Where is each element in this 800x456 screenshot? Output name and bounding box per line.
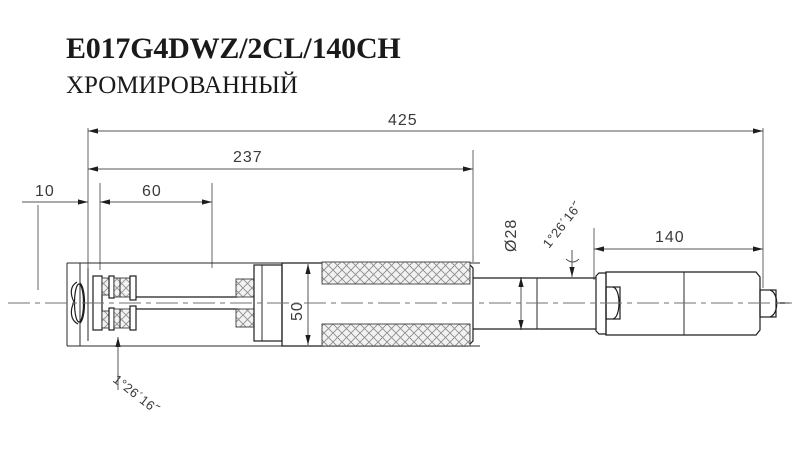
dim-50: 50 bbox=[289, 264, 311, 345]
dim-28-label: Ø28 bbox=[503, 219, 520, 252]
extension-lines bbox=[37, 128, 764, 290]
dim-60: 60 bbox=[100, 183, 212, 205]
dim-140: 140 bbox=[594, 229, 763, 252]
dim-237: 237 bbox=[88, 149, 473, 172]
page-subtitle: ХРОМИРОВАННЫЙ bbox=[66, 71, 298, 99]
dim-28: Ø28 bbox=[503, 219, 524, 330]
dim-425-label: 425 bbox=[388, 112, 418, 129]
dim-237-label: 237 bbox=[233, 149, 263, 166]
dim-425: 425 bbox=[88, 112, 763, 134]
dim-60-label: 60 bbox=[142, 183, 162, 200]
page-title: E017G4DWZ/2CL/140CH bbox=[66, 32, 401, 65]
angle-right-label: 1°26´16˝ bbox=[540, 198, 586, 251]
part-geometry bbox=[8, 261, 792, 347]
shaft-bushings bbox=[235, 278, 255, 328]
dim-140-label: 140 bbox=[655, 229, 685, 246]
body-knurl-hatch bbox=[321, 261, 471, 347]
connecting-shaft bbox=[136, 296, 238, 310]
angle-left-label: 1°26´16˝ bbox=[110, 372, 163, 418]
dim-10: 10 bbox=[22, 183, 88, 205]
dim-50-label: 50 bbox=[289, 301, 306, 321]
angle-callout-left: 1°26´16˝ bbox=[110, 337, 163, 417]
dim-10-label: 10 bbox=[35, 183, 55, 200]
angle-callout-right: 1°26´16˝ bbox=[540, 198, 586, 277]
